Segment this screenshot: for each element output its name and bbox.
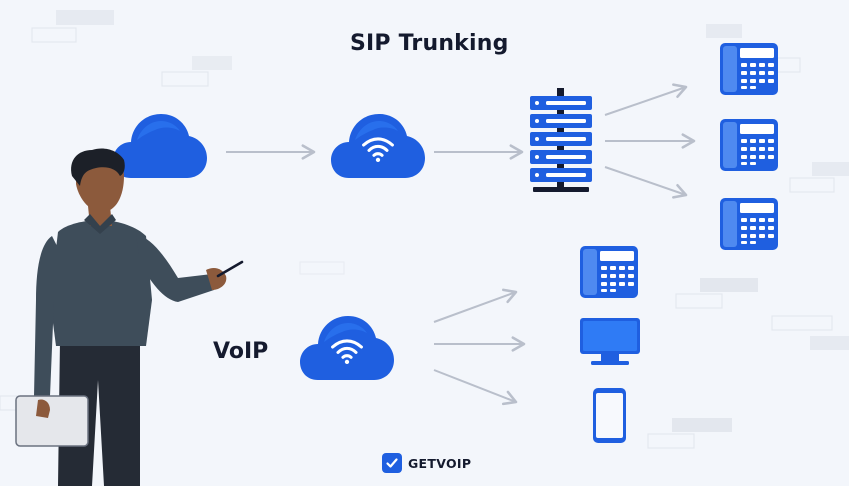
desktop-monitor-icon — [580, 318, 640, 365]
background-bricks — [0, 10, 849, 449]
server-rack-icon — [530, 88, 592, 192]
desk-phone-icon — [720, 119, 778, 171]
checkmark-logo-icon — [382, 453, 402, 473]
voip-title: VoIP — [213, 339, 269, 364]
sip-trunking-title: SIP Trunking — [350, 31, 509, 56]
brand-name: GETVOIP — [408, 455, 472, 471]
brand-logo: GETVOIP — [382, 452, 471, 474]
internet-cloud-icon — [113, 114, 207, 178]
presenter-figure — [15, 148, 244, 486]
wifi-cloud-icon — [300, 316, 394, 380]
arrow-icon — [433, 288, 518, 323]
arrow-icon — [604, 166, 688, 199]
wifi-cloud-icon — [331, 114, 425, 178]
smartphone-icon — [593, 388, 626, 443]
desk-phone-icon — [580, 246, 638, 298]
arrow-icon — [604, 83, 688, 116]
arrow-icon — [433, 369, 518, 406]
desk-phone-icon — [720, 198, 778, 250]
desk-phone-icon — [720, 43, 778, 95]
